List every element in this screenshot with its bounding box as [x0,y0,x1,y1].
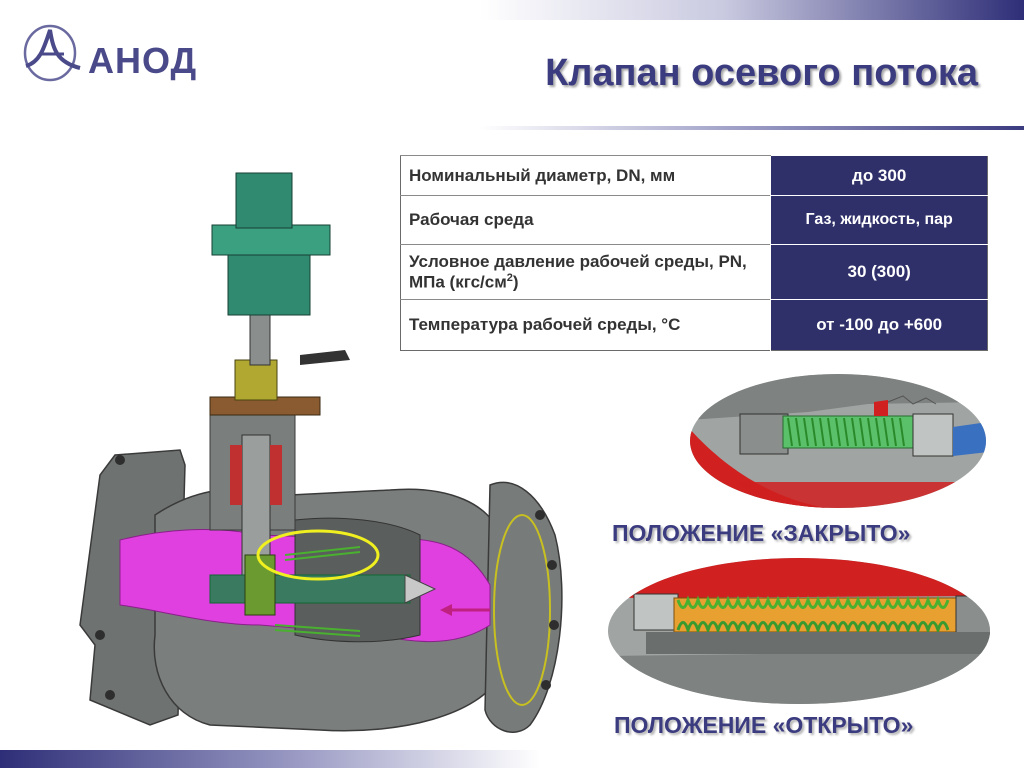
open-position-detail [608,558,990,704]
spec-label: Номинальный диаметр, DN, мм [400,155,771,196]
logo-emblem-icon [23,24,81,82]
title-divider [480,126,1024,130]
spec-label-end: ) [512,272,519,292]
top-decor-band [480,0,1024,20]
open-position-caption: ПОЛОЖЕНИЕ «ОТКРЫТО» [614,712,914,738]
spec-label: Температура рабочей среды, °С [400,299,771,351]
spec-label-text: Условное давление рабочей среды, PN, МПа… [409,251,747,292]
actuator-cap [211,224,331,256]
spring-upper [284,546,361,561]
closed-position-caption: ПОЛОЖЕНИЕ «ЗАКРЫТО» [612,520,911,546]
spec-label-sup: 2 [506,271,513,284]
stem-seal-left [230,445,242,505]
valve-stem [241,434,271,576]
bolt-holes [95,455,559,700]
company-logo: АНОД [20,18,220,84]
stem-coupling [234,359,278,401]
flow-arrow-head [440,604,452,616]
actuator-top [235,172,293,229]
bottom-decor-band [0,750,540,768]
table-row: Температура рабочей среды, °С от -100 до… [400,299,988,351]
spec-value: 30 (300) [770,244,988,300]
spring-lower [274,624,361,637]
spec-label: Условное давление рабочей среды, PN, МПа… [400,244,771,300]
spec-value: от -100 до +600 [770,299,988,351]
specs-table: Номинальный диаметр, DN, мм до 300 Рабоч… [400,155,988,351]
detail-highlight-ring [256,529,380,581]
flange-gasket [493,514,551,706]
valve-cutaway-illustration [79,172,563,733]
table-row: Рабочая среда Газ, жидкость, пар [400,195,988,245]
shutter-tip [404,574,437,604]
drive-gear [244,554,276,616]
logo-text: АНОД [88,40,198,81]
stem-seal-right [270,445,282,505]
closed-position-detail [690,374,986,508]
spec-value: до 300 [770,155,988,196]
table-row: Номинальный диаметр, DN, мм до 300 [400,155,988,196]
page-title: Клапан осевого потока [545,52,978,94]
spec-label: Рабочая среда [400,195,771,245]
table-row: Условное давление рабочей среды, PN, МПа… [400,244,988,300]
spec-value: Газ, жидкость, пар [770,195,988,245]
handle-lever [300,350,350,365]
